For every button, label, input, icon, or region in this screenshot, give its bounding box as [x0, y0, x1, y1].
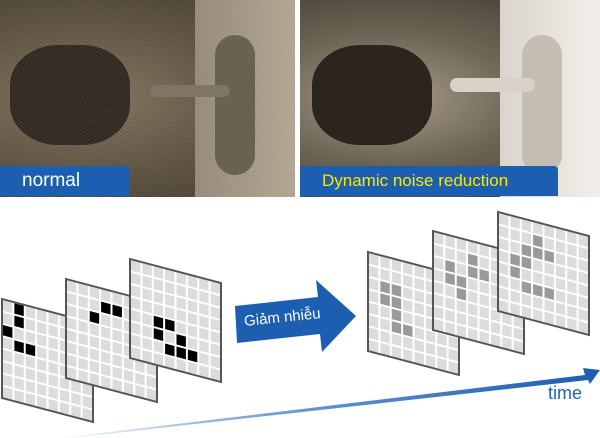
pixel: [456, 287, 467, 301]
pixel: [380, 281, 390, 294]
pixel: [533, 284, 543, 297]
pixel: [510, 253, 520, 267]
pixel: [445, 260, 455, 273]
pixel: [510, 265, 520, 279]
pixel: [165, 343, 175, 357]
pixel: [89, 311, 100, 324]
pixel: [14, 315, 24, 329]
normal-label: normal: [0, 166, 130, 196]
pixel: [153, 315, 164, 329]
denoised-photo: [300, 0, 600, 197]
pixel: [468, 266, 478, 279]
pixel: [403, 324, 413, 337]
pixel: [544, 250, 554, 263]
noisy-photo: [0, 0, 295, 197]
pixel: [468, 253, 478, 267]
pixel: [391, 296, 402, 310]
pixel: [391, 284, 402, 297]
pixel: [176, 346, 186, 360]
pixel: [521, 281, 532, 294]
denoised-frame-1: [497, 210, 590, 337]
pixel: [187, 349, 198, 363]
pixel: [391, 321, 402, 334]
pixel: [14, 340, 24, 354]
pixel: [521, 244, 532, 257]
pixel: [544, 287, 554, 300]
noisy-frame-3: [1, 297, 94, 424]
pixel: [176, 334, 186, 347]
pixel: [14, 303, 24, 317]
pixel: [101, 301, 111, 315]
pixel: [25, 343, 36, 357]
pixel: [380, 293, 390, 307]
pixel: [153, 328, 164, 341]
pixel: [456, 275, 467, 289]
denoised-frame-3: [367, 250, 460, 377]
pixel: [521, 256, 532, 270]
time-label: time: [548, 383, 583, 403]
noise-reduction-arrow: [235, 280, 356, 352]
dynamic-noise-reduction-label: Dynamic noise reduction: [300, 166, 558, 196]
pixel: [391, 308, 402, 322]
pixel: [533, 247, 543, 260]
pixel: [445, 272, 455, 286]
pixel: [112, 304, 122, 318]
pixel: [165, 318, 175, 332]
pixel: [479, 269, 489, 282]
pixel: [3, 325, 13, 338]
noisy-frame-1: [129, 257, 222, 384]
pixel: [533, 234, 543, 248]
